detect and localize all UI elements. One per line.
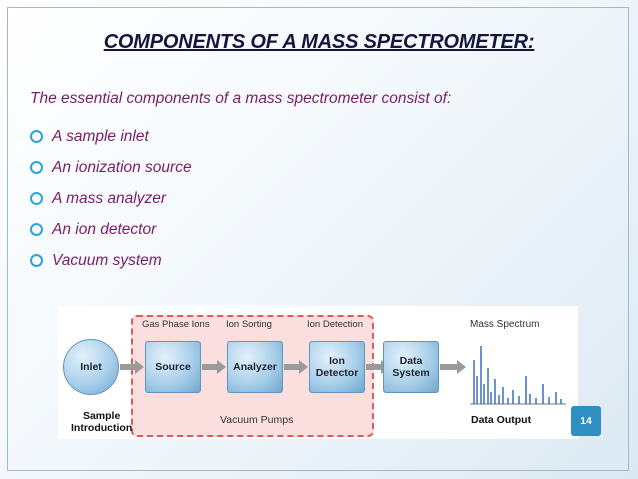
- ring-bullet-icon: [30, 161, 43, 174]
- list-item: A mass analyzer: [30, 183, 192, 214]
- slide-frame: [7, 7, 629, 471]
- source-node: Source: [145, 341, 201, 393]
- data-system-label-line1: Data: [399, 354, 423, 367]
- mass-spectrum-plot: [470, 346, 566, 405]
- list-item: Vacuum system: [30, 245, 192, 276]
- ring-bullet-icon: [30, 130, 43, 143]
- spectrum-peaks: [473, 346, 562, 404]
- ring-bullet-icon: [30, 192, 43, 205]
- sample-introduction-line1: Sample: [82, 410, 121, 422]
- bullet-list: A sample inlet An ionization source A ma…: [30, 121, 192, 276]
- bullet-text: An ionization source: [52, 158, 192, 176]
- bullet-text: A sample inlet: [52, 127, 149, 145]
- source-label: Source: [155, 360, 191, 373]
- ion-detector-label-line2: Detector: [315, 367, 359, 379]
- bullet-text: Vacuum system: [52, 251, 162, 269]
- data-output-label: Data Output: [471, 414, 532, 426]
- inlet-label: Inlet: [80, 360, 102, 373]
- bullet-text: A mass analyzer: [52, 189, 166, 207]
- sample-introduction-label: Sample Introduction: [71, 410, 132, 434]
- list-item: A sample inlet: [30, 121, 192, 152]
- bullet-text: An ion detector: [52, 220, 157, 238]
- ring-bullet-icon: [30, 223, 43, 236]
- gas-phase-ions-label: Gas Phase Ions: [142, 319, 210, 330]
- ion-detection-label: Ion Detection: [307, 319, 363, 330]
- page-number-badge: 14: [571, 406, 601, 436]
- mass-spectrum-label: Mass Spectrum: [470, 319, 540, 330]
- data-system-node: Data System: [383, 341, 439, 393]
- mass-spectrometer-diagram: Gas Phase Ions Ion Sorting Ion Detection…: [58, 306, 578, 439]
- sample-introduction-line2: Introduction: [71, 422, 133, 435]
- ring-bullet-icon: [30, 254, 43, 267]
- ion-sorting-label: Ion Sorting: [226, 319, 272, 330]
- vacuum-pumps-label: Vacuum Pumps: [220, 414, 294, 426]
- analyzer-node: Analyzer: [227, 341, 283, 393]
- inlet-node: Inlet: [63, 339, 119, 395]
- analyzer-label: Analyzer: [233, 360, 277, 373]
- ion-detector-node: Ion Detector: [309, 341, 365, 393]
- intro-text: The essential components of a mass spect…: [30, 90, 452, 107]
- list-item: An ion detector: [30, 214, 192, 245]
- ion-detector-label-line1: Ion: [329, 354, 345, 367]
- slide-title: COMPONENTS OF A MASS SPECTROMETER:: [103, 31, 535, 53]
- list-item: An ionization source: [30, 152, 192, 183]
- data-system-label-line2: System: [392, 367, 430, 379]
